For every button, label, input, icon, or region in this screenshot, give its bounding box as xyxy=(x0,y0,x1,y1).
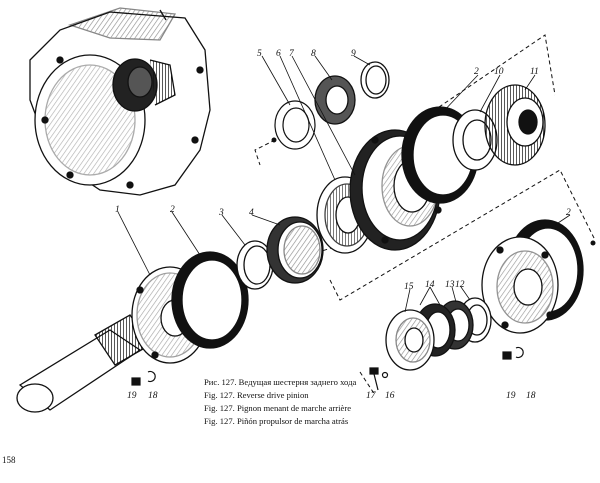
part-15-cover xyxy=(385,309,435,371)
callout-11: 11 xyxy=(530,67,539,77)
part-5-lock-washer xyxy=(274,100,316,150)
callout-6: 6 xyxy=(276,49,281,59)
part-9-ring xyxy=(360,61,390,99)
callout-17: 17 xyxy=(366,391,377,401)
caption-es: Fig. 127. Piñón propulsor de marcha atrá… xyxy=(204,416,349,426)
callout-19: 19 xyxy=(127,391,137,401)
part-11-reverse-gear xyxy=(484,84,546,166)
callout-5: 5 xyxy=(257,49,262,59)
callout-19: 19 xyxy=(506,391,516,401)
marker-dot xyxy=(271,137,277,143)
callout-2: 2 xyxy=(474,67,479,77)
callout-18: 18 xyxy=(148,391,158,401)
callout-18: 18 xyxy=(526,391,536,401)
part-small-hardware xyxy=(131,346,524,391)
caption-ru: Рис. 127. Ведущая шестерня заднего хода xyxy=(204,377,357,387)
leader-lines xyxy=(117,55,571,313)
callout-1: 1 xyxy=(115,205,120,215)
callout-12: 12 xyxy=(455,280,465,290)
part-8-nut xyxy=(314,75,356,125)
figure-caption: Рис. 127. Ведущая шестерня заднего хода … xyxy=(204,376,356,428)
part-2-gasket-left xyxy=(171,251,249,349)
callout-2: 2 xyxy=(170,205,175,215)
callout-10: 10 xyxy=(494,67,504,77)
part-4-bearing-cup xyxy=(266,216,324,284)
callout-2: 2 xyxy=(566,208,571,218)
callout-3: 3 xyxy=(218,208,224,218)
callout-numbers: 1 2 3 4 5 6 7 8 9 2 10 11 2 12 13 14 15 … xyxy=(115,49,571,401)
gearbox-housing xyxy=(29,7,211,196)
part-3-ring xyxy=(236,240,274,290)
caption-en: Fig. 127. Reverse drive pinion xyxy=(204,390,309,400)
callout-7: 7 xyxy=(289,49,295,59)
callout-14: 14 xyxy=(425,280,435,290)
callout-16: 16 xyxy=(385,391,395,401)
callout-15: 15 xyxy=(404,282,414,292)
callout-13: 13 xyxy=(445,280,455,290)
callout-4: 4 xyxy=(249,208,254,218)
part-right-flange xyxy=(481,236,559,334)
callout-8: 8 xyxy=(311,49,316,59)
marker-dot xyxy=(590,240,596,246)
assembly-lines xyxy=(254,34,596,396)
caption-fr: Fig. 127. Pignon menant de marche arrièr… xyxy=(204,403,352,413)
page-number: 158 xyxy=(2,455,16,465)
callout-9: 9 xyxy=(351,49,356,59)
